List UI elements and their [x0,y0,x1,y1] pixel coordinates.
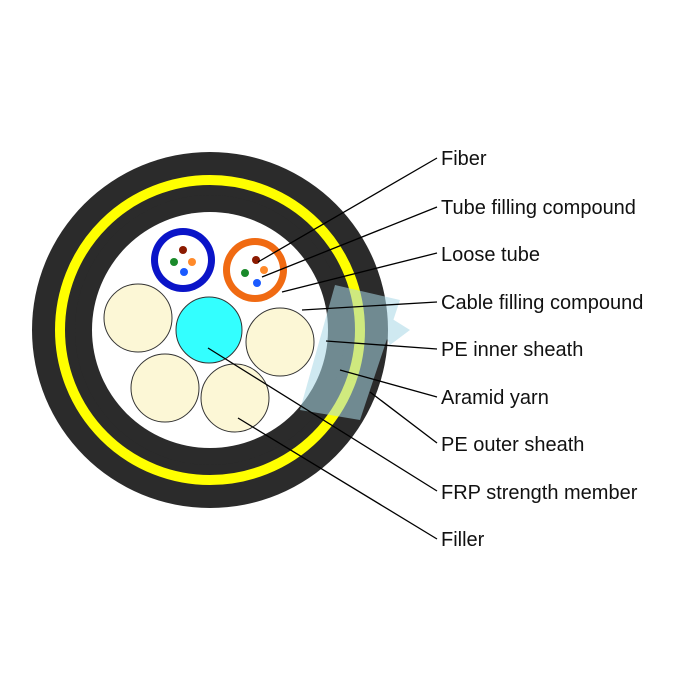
filler-bottom-right [200,363,270,433]
leader-line-loose-tube [281,252,438,293]
fiber-dot [260,266,268,274]
loose-tube-orange-inner [230,245,280,295]
label-cable-filling-compound: Cable filling compound [441,292,643,314]
label-fiber: Fiber [441,148,487,170]
filler-top-left [103,283,173,353]
fiber-dot [252,256,260,264]
leader-lines [207,157,438,540]
label-pe-outer-sheath: PE outer sheath [441,434,584,456]
fiber-dot [179,246,187,254]
leader-line-inner-sheath [325,340,438,350]
fiber-dot [170,258,178,266]
leader-line-fiber [257,157,438,263]
filler-right [245,307,315,377]
label-pe-inner-sheath: PE inner sheath [441,339,583,361]
frp-strength-member [175,296,243,364]
filler-bottom-left [130,353,200,423]
label-aramid-yarn: Aramid yarn [441,387,549,409]
leader-line-tube-filling [261,206,438,278]
fiber-dot [241,269,249,277]
leader-line-frp [207,347,438,492]
label-filler: Filler [441,529,485,551]
label-tube-filling-compound: Tube filling compound [441,197,636,219]
watermark-logo [300,285,410,420]
leader-line-aramid [339,369,438,398]
fiber-dot [188,258,196,266]
label-frp-strength-member: FRP strength member [441,482,638,504]
fiber-dot [253,279,261,287]
leader-line-filler [237,417,438,540]
leader-line-cable-filling [301,301,438,311]
label-loose-tube: Loose tube [441,244,540,266]
leader-line-outer-sheath [369,391,438,444]
fiber-dot [180,268,188,276]
loose-tube-blue-inner [158,235,208,285]
